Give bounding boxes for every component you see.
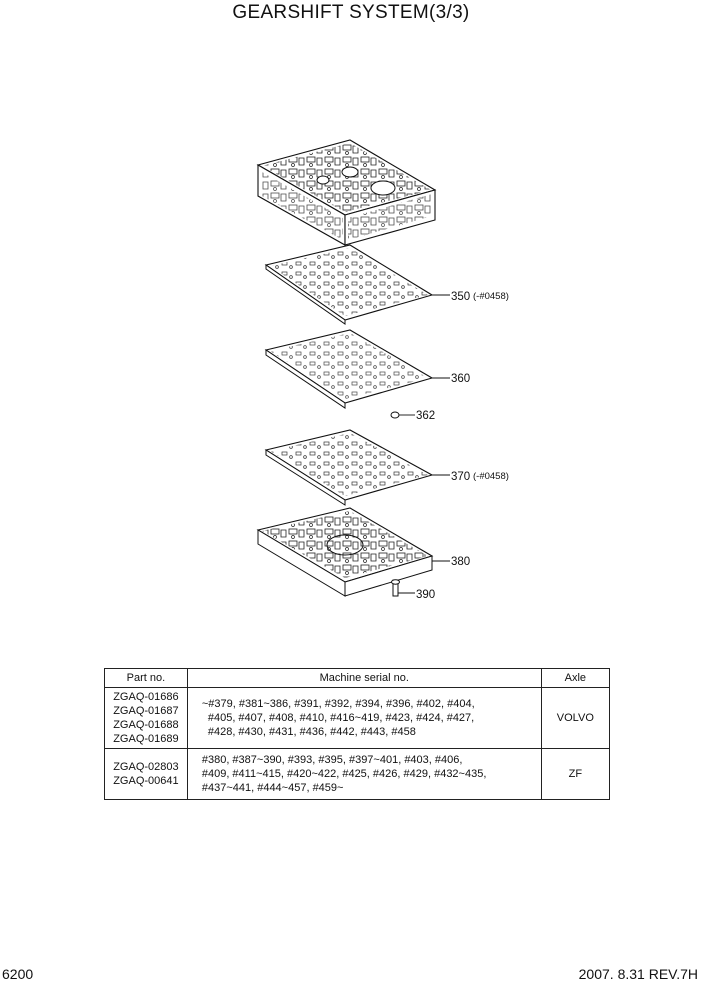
serial-line: #380, #387~390, #393, #395, #397~401, #4…: [201, 754, 463, 766]
plate-350: [264, 244, 434, 325]
part-no: ZGAQ-01688: [113, 719, 179, 731]
callout-390: 390: [416, 589, 435, 601]
part-no-cell: ZGAQ-01686 ZGAQ-01687 ZGAQ-01688 ZGAQ-01…: [104, 687, 188, 749]
serial-line: #437~441, #444~457, #459~: [201, 782, 344, 794]
plate-360: [264, 329, 434, 409]
callout-362: 362: [416, 410, 435, 422]
serial-cell: ~#379, #381~386, #391, #392, #394, #396,…: [186, 687, 542, 749]
header-axle: Axle: [540, 668, 611, 688]
part-no-cell: ZGAQ-02803 ZGAQ-00641: [104, 748, 188, 800]
serial-number-table: Part no. Machine serial no. Axle ZGAQ-01…: [104, 668, 611, 800]
exploded-parts-diagram: 350 (-#0458) 360 362 370 (-#0458) 380 39…: [256, 139, 509, 601]
upper-housing: [256, 139, 437, 246]
part-362: [390, 411, 400, 419]
page-title: GEARSHIFT SYSTEM(3/3): [232, 2, 470, 23]
bolt-390: [391, 579, 400, 597]
table-row: ZGAQ-01686 ZGAQ-01687 ZGAQ-01688 ZGAQ-01…: [104, 687, 611, 749]
plate-370: [264, 429, 434, 506]
revision-date: 2007. 8.31 REV.7H: [578, 966, 698, 982]
part-no: ZGAQ-01687: [113, 705, 179, 717]
header-part-no: Part no.: [104, 668, 188, 688]
callout-350-note: (-#0458): [473, 291, 509, 302]
part-no: ZGAQ-02803: [113, 761, 179, 773]
serial-line: #405, #407, #408, #410, #416~419, #423, …: [207, 712, 475, 724]
table-row: ZGAQ-02803 ZGAQ-00641 #380, #387~390, #3…: [104, 748, 611, 800]
lower-housing-380: [256, 507, 434, 597]
callout-360: 360: [451, 373, 470, 385]
part-no: ZGAQ-01686: [113, 691, 179, 703]
part-no: ZGAQ-01689: [113, 733, 179, 745]
serial-line: ~#379, #381~386, #391, #392, #394, #396,…: [201, 698, 475, 710]
serial-line: #428, #430, #431, #436, #442, #443, #458: [207, 726, 416, 738]
serial-line: #409, #411~415, #420~422, #425, #426, #4…: [201, 768, 487, 780]
callout-370: 370: [451, 471, 470, 483]
axle-cell: ZF: [540, 748, 611, 800]
callout-380: 380: [451, 556, 470, 568]
axle-cell: VOLVO: [540, 687, 611, 749]
callout-350: 350: [451, 291, 470, 303]
table-header-row: Part no. Machine serial no. Axle: [104, 668, 611, 688]
page-number: 6200: [2, 966, 34, 982]
callout-370-note: (-#0458): [473, 471, 509, 482]
serial-cell: #380, #387~390, #393, #395, #397~401, #4…: [186, 748, 542, 800]
part-no: ZGAQ-00641: [113, 775, 179, 787]
header-machine-serial: Machine serial no.: [186, 668, 542, 688]
